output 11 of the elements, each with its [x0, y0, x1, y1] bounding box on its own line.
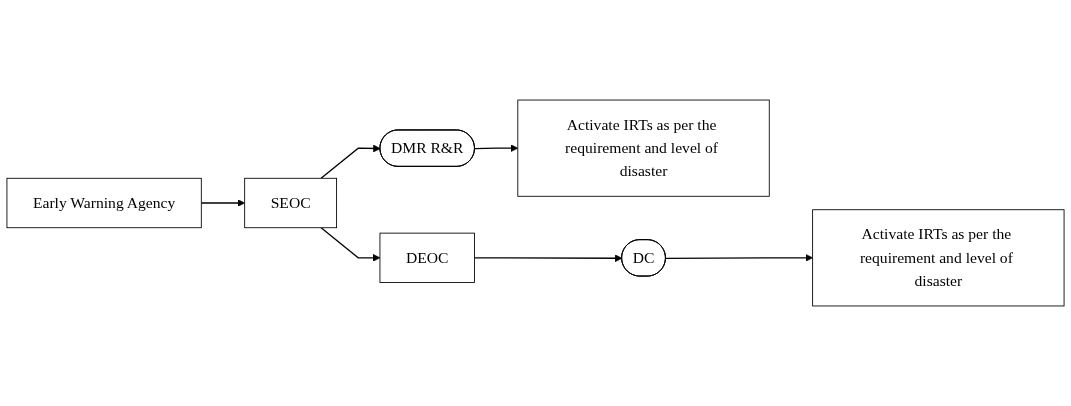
- arrow: [320, 144, 381, 179]
- arrow: [665, 254, 813, 262]
- arrow: [474, 144, 519, 152]
- node-box: Early Warning Agency: [6, 177, 202, 229]
- node-box: DEOC: [379, 232, 475, 283]
- node-box: Activate IRTs as per the requirement and level of disaster: [812, 209, 1065, 307]
- node-box: SEOC: [244, 177, 338, 229]
- arrow: [200, 199, 245, 207]
- arrow: [473, 254, 623, 263]
- arrow: [320, 227, 381, 262]
- node-box: Activate IRTs as per the requirement and level of disaster: [517, 99, 770, 197]
